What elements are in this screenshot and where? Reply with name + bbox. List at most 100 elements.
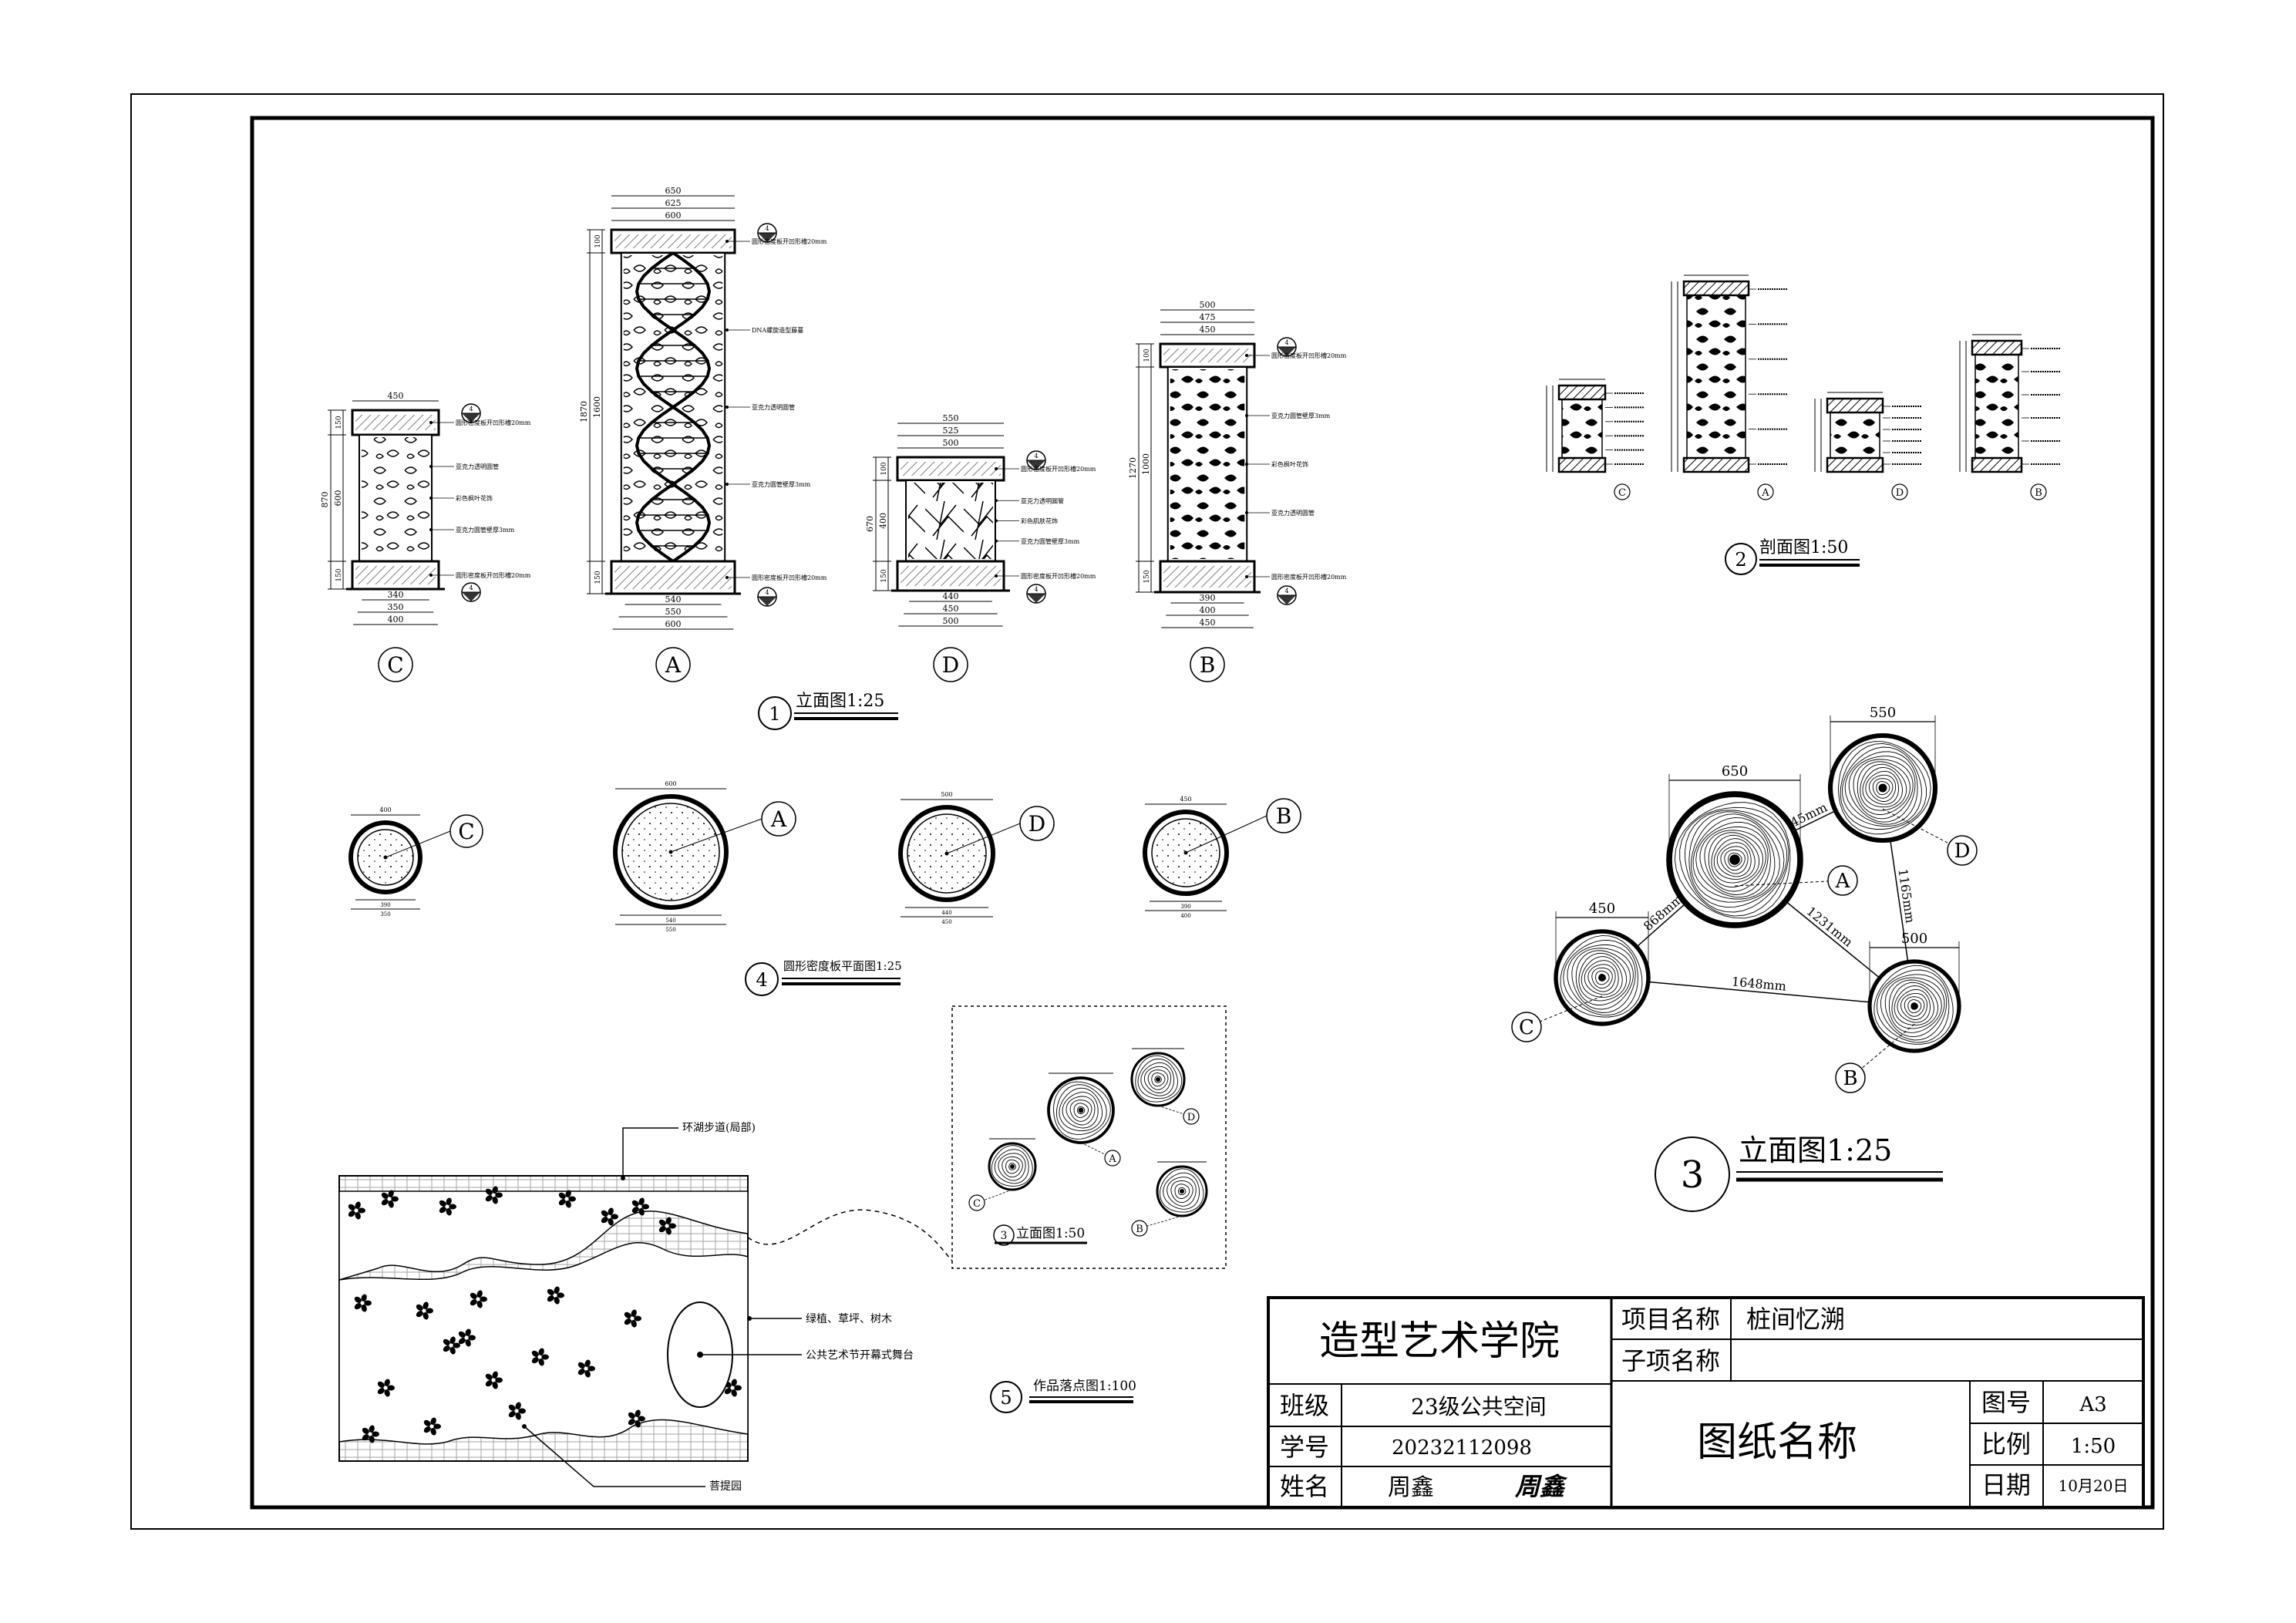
stump-ring xyxy=(1154,1076,1162,1083)
dim-text-top: 550 xyxy=(943,413,959,423)
svg-text:菩提园: 菩提园 xyxy=(709,1480,742,1493)
stump-ring xyxy=(1876,969,1950,1043)
stump-ring xyxy=(1857,761,1911,815)
plan-dim-text: 390 xyxy=(1180,904,1190,910)
stump-large-B xyxy=(1867,959,1961,1053)
petal xyxy=(638,1416,645,1422)
stump-size-D: 550 xyxy=(1870,705,1896,721)
school-name: 造型艺术学院 xyxy=(1319,1318,1560,1365)
dim-text-bottom: 600 xyxy=(665,619,682,629)
petal xyxy=(443,1345,450,1352)
section-marker-arrow xyxy=(758,233,776,242)
section-marker-arrow xyxy=(1278,595,1296,604)
class-value: 23级公共空间 xyxy=(1411,1394,1547,1419)
note-dot xyxy=(1245,511,1248,514)
svg-text:环湖步道(局部): 环湖步道(局部) xyxy=(682,1122,756,1134)
base-texture xyxy=(355,566,436,584)
stump-ring xyxy=(1151,1072,1166,1087)
stump-ring xyxy=(1876,781,1890,796)
column-pattern xyxy=(908,483,993,559)
section-base xyxy=(1682,456,1750,473)
stump-ring xyxy=(1868,774,1897,802)
stump-small-label-circle xyxy=(1104,1150,1121,1167)
note-text: 圆形密度板开凹形槽20mm xyxy=(1271,352,1347,359)
dim-height-base: 150 xyxy=(335,568,343,581)
plan-dim-text: 500 xyxy=(941,791,952,798)
stump-ring xyxy=(1163,1172,1200,1210)
dim-height-base: 150 xyxy=(1143,570,1151,583)
site-plant-icon xyxy=(547,1286,564,1305)
petal xyxy=(554,1296,560,1305)
stump-ring xyxy=(1059,1087,1103,1132)
petal xyxy=(638,1197,645,1206)
site-plant-icon xyxy=(631,1197,649,1216)
petal xyxy=(608,1217,614,1226)
section-cap xyxy=(1682,280,1750,297)
section-marker-text: 4 xyxy=(469,584,473,591)
note-text: 圆形密度板开凹形槽20mm xyxy=(1021,465,1096,473)
dim-text-bottom: 450 xyxy=(943,604,959,614)
cap-texture xyxy=(614,234,732,248)
stump-size-A: 650 xyxy=(1722,763,1748,780)
site-plant-icon xyxy=(508,1402,526,1420)
stump-ring xyxy=(1147,1069,1169,1090)
petal xyxy=(348,1204,355,1211)
stump-ring xyxy=(1575,950,1631,1005)
note-text: 圆形密度板开凹形槽20mm xyxy=(752,237,827,245)
id-value: 20232112098 xyxy=(1392,1436,1532,1460)
stump-ring xyxy=(1069,1099,1092,1122)
site-plant-icon xyxy=(624,1309,641,1328)
dim-text-bottom: 550 xyxy=(665,607,682,617)
petal xyxy=(531,1350,539,1357)
section-column-D: D xyxy=(1814,392,1921,500)
stump-ring xyxy=(1066,1096,1096,1126)
petal xyxy=(476,1300,483,1308)
stump-small-label: B xyxy=(1136,1224,1143,1235)
stump-ring xyxy=(1708,832,1764,887)
svg-text:2: 2 xyxy=(1735,549,1746,571)
stump-small-label: C xyxy=(973,1198,981,1210)
svg-text:立面图1:25: 立面图1:25 xyxy=(1739,1133,1892,1167)
petal xyxy=(568,1196,576,1202)
petal xyxy=(423,1312,429,1320)
note-text: 亚克力圆管壁厚3mm xyxy=(1271,412,1331,419)
dim-text-bottom: 390 xyxy=(1200,593,1216,603)
stump-ring xyxy=(998,1153,1026,1181)
svg-text:5: 5 xyxy=(1000,1387,1012,1409)
section-marker-text: 4 xyxy=(765,225,769,232)
plan-dim-text: 440 xyxy=(941,910,951,916)
petal xyxy=(443,1338,450,1345)
section-label: D xyxy=(1896,487,1904,499)
site-plant-icon xyxy=(416,1301,433,1320)
dim-text-bottom: 400 xyxy=(388,615,404,625)
stump-ring xyxy=(1581,956,1623,998)
scale-label: 比例 xyxy=(1981,1429,2031,1459)
section-marker-arrow xyxy=(462,592,480,601)
petal xyxy=(577,1369,585,1376)
stump-ring xyxy=(1563,939,1638,1016)
stump-label-A: A xyxy=(1835,870,1851,893)
plant-center xyxy=(553,1293,557,1298)
column-label-circle xyxy=(933,647,968,682)
section-marker-arrow xyxy=(1278,347,1296,356)
dim-text-top: 625 xyxy=(665,198,682,208)
petal xyxy=(426,1308,433,1314)
plant-center xyxy=(537,1355,542,1359)
stump-ring xyxy=(1860,763,1907,811)
stump-ring xyxy=(1699,827,1769,895)
stump-ring xyxy=(1008,1163,1016,1170)
stump-ring xyxy=(1897,988,1931,1023)
date-label: 日期 xyxy=(1981,1470,2031,1500)
petal xyxy=(439,1207,446,1214)
site-plant-icon xyxy=(348,1201,365,1220)
petal xyxy=(362,1434,369,1441)
class-label: 班级 xyxy=(1280,1391,1329,1420)
plan-leader xyxy=(946,823,1021,854)
petal xyxy=(638,1207,645,1216)
petal xyxy=(495,1192,503,1198)
note-dot xyxy=(725,483,729,486)
plan-dim-text: 400 xyxy=(379,806,391,813)
stump-label-circle-D xyxy=(1947,835,1978,866)
petal xyxy=(446,1197,452,1206)
